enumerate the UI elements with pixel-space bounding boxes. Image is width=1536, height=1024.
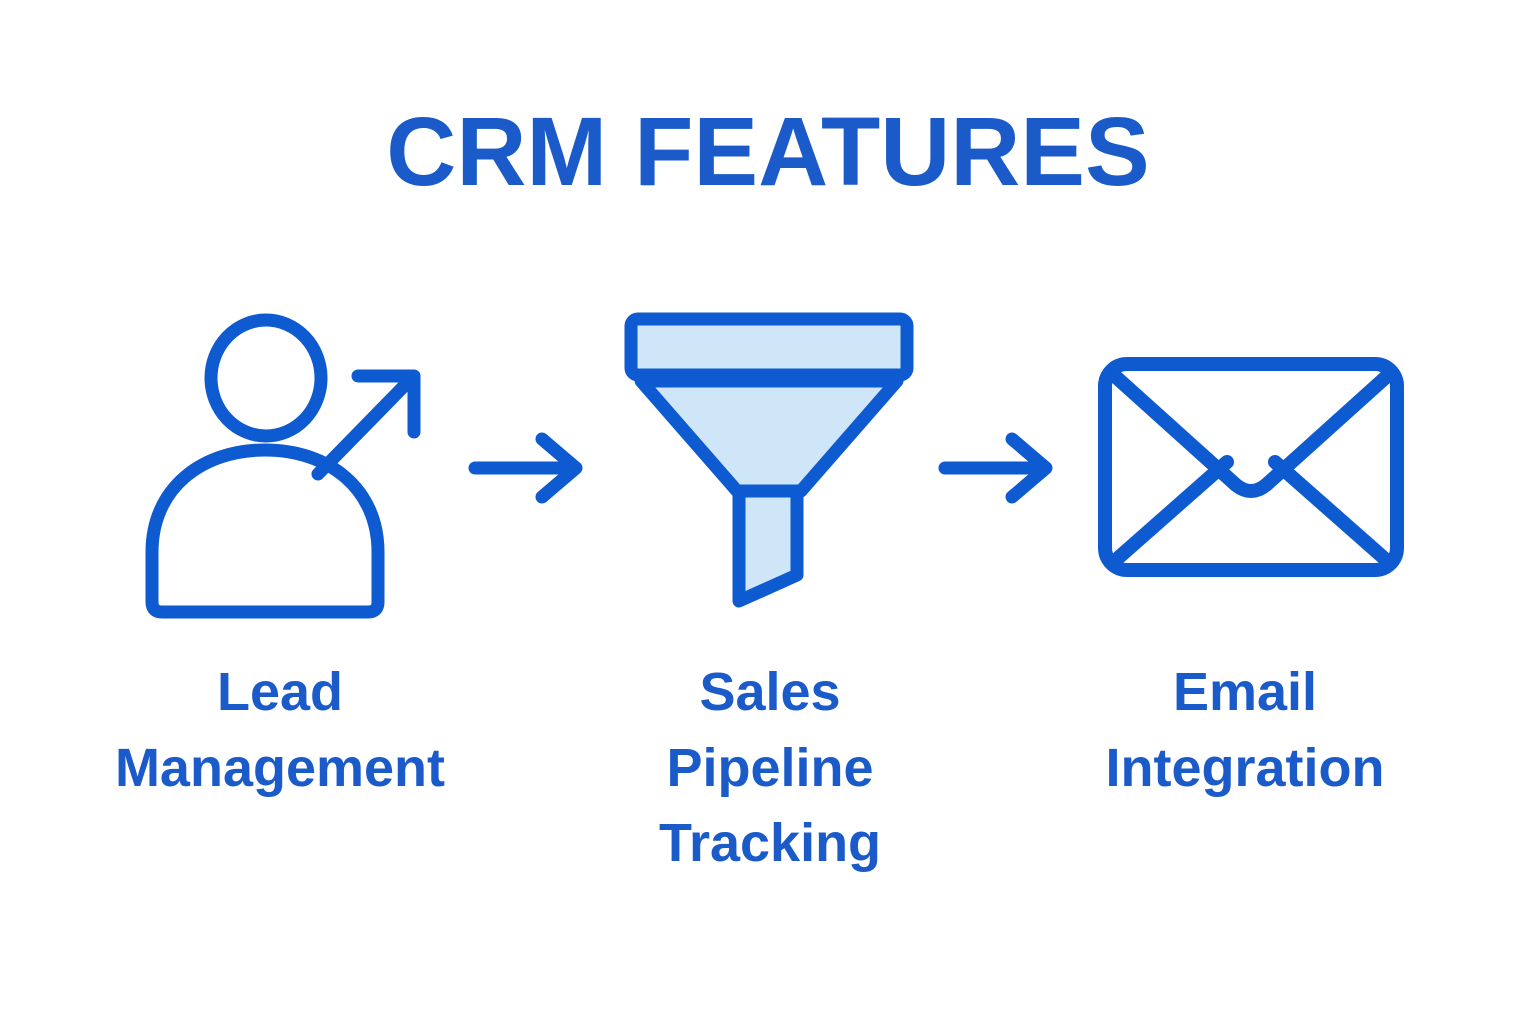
- arrow-right-icon: [920, 410, 1100, 530]
- funnel-icon: [610, 300, 940, 630]
- envelope-icon: [1090, 350, 1420, 600]
- feature-label-lead-management: Lead Management: [114, 662, 446, 798]
- arrow-right-icon: [450, 410, 630, 530]
- person-arrow-icon: [120, 290, 460, 630]
- page-title: CRM FEATURES: [386, 97, 1150, 206]
- feature-label-email-integration: Email Integration: [1105, 662, 1385, 798]
- feature-label-sales-pipeline-tracking: Sales Pipeline Tracking: [658, 662, 882, 874]
